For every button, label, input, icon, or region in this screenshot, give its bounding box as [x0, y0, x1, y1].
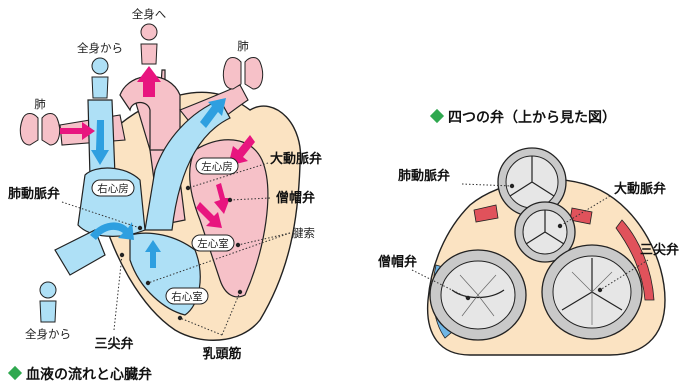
label-whole-body-from-top: 全身から — [77, 41, 123, 55]
person-whole-body-top — [141, 24, 157, 64]
left-atrium-pill: 左心房 — [196, 158, 238, 174]
right-atrium-label: 右心房 — [97, 182, 129, 195]
four-valves-top-view: 四つの弁（上から見た図） — [378, 109, 679, 355]
left-atrium-label: 左心房 — [201, 160, 233, 173]
left-ventricle-pill: 左心室 — [192, 235, 234, 251]
right-label-aortic-valve: 大動脈弁 — [614, 181, 666, 197]
right-ventricle-pill: 右心室 — [166, 288, 208, 304]
heart-cross-section: 右心房 左心房 左心室 右心室 全身へ 全身から 肺 — [8, 7, 322, 383]
mitral-valve-shape — [430, 250, 526, 340]
label-lung-left: 肺 — [34, 97, 46, 111]
label-chordae: 腱索 — [292, 226, 315, 240]
right-label-mitral-valve: 僧帽弁 — [378, 254, 417, 270]
lung-left-icon — [20, 114, 59, 146]
right-ventricle-label: 右心室 — [171, 290, 203, 303]
person-whole-body-bottom — [40, 282, 56, 322]
left-ventricle-label: 左心室 — [197, 237, 229, 250]
label-lung-right: 肺 — [237, 39, 249, 53]
label-aortic-valve: 大動脈弁 — [270, 151, 322, 167]
label-pulmonary-valve: 肺動脈弁 — [8, 186, 60, 202]
person-whole-body-top-left — [92, 58, 108, 98]
label-papillary-muscle: 乳頭筋 — [202, 346, 241, 362]
right-label-tricuspid-valve: 三尖弁 — [640, 242, 679, 258]
label-whole-body-from-bottom: 全身から — [25, 327, 71, 341]
right-atrium-pill: 右心房 — [92, 180, 134, 196]
title-diamond-left — [8, 366, 22, 380]
right-label-pulmonary-valve: 肺動脈弁 — [398, 168, 450, 184]
tricuspid-valve-shape — [542, 245, 642, 339]
label-tricuspid-valve: 三尖弁 — [94, 336, 133, 352]
left-diagram-title: 血液の流れと心臓弁 — [26, 366, 152, 383]
title-diamond-right — [430, 109, 444, 123]
label-mitral-valve: 僧帽弁 — [276, 190, 315, 206]
right-diagram-title: 四つの弁（上から見た図） — [448, 109, 616, 126]
label-whole-body-to: 全身へ — [132, 7, 167, 21]
leader-tricuspid-valve — [114, 255, 122, 330]
lung-right-icon — [223, 58, 262, 90]
